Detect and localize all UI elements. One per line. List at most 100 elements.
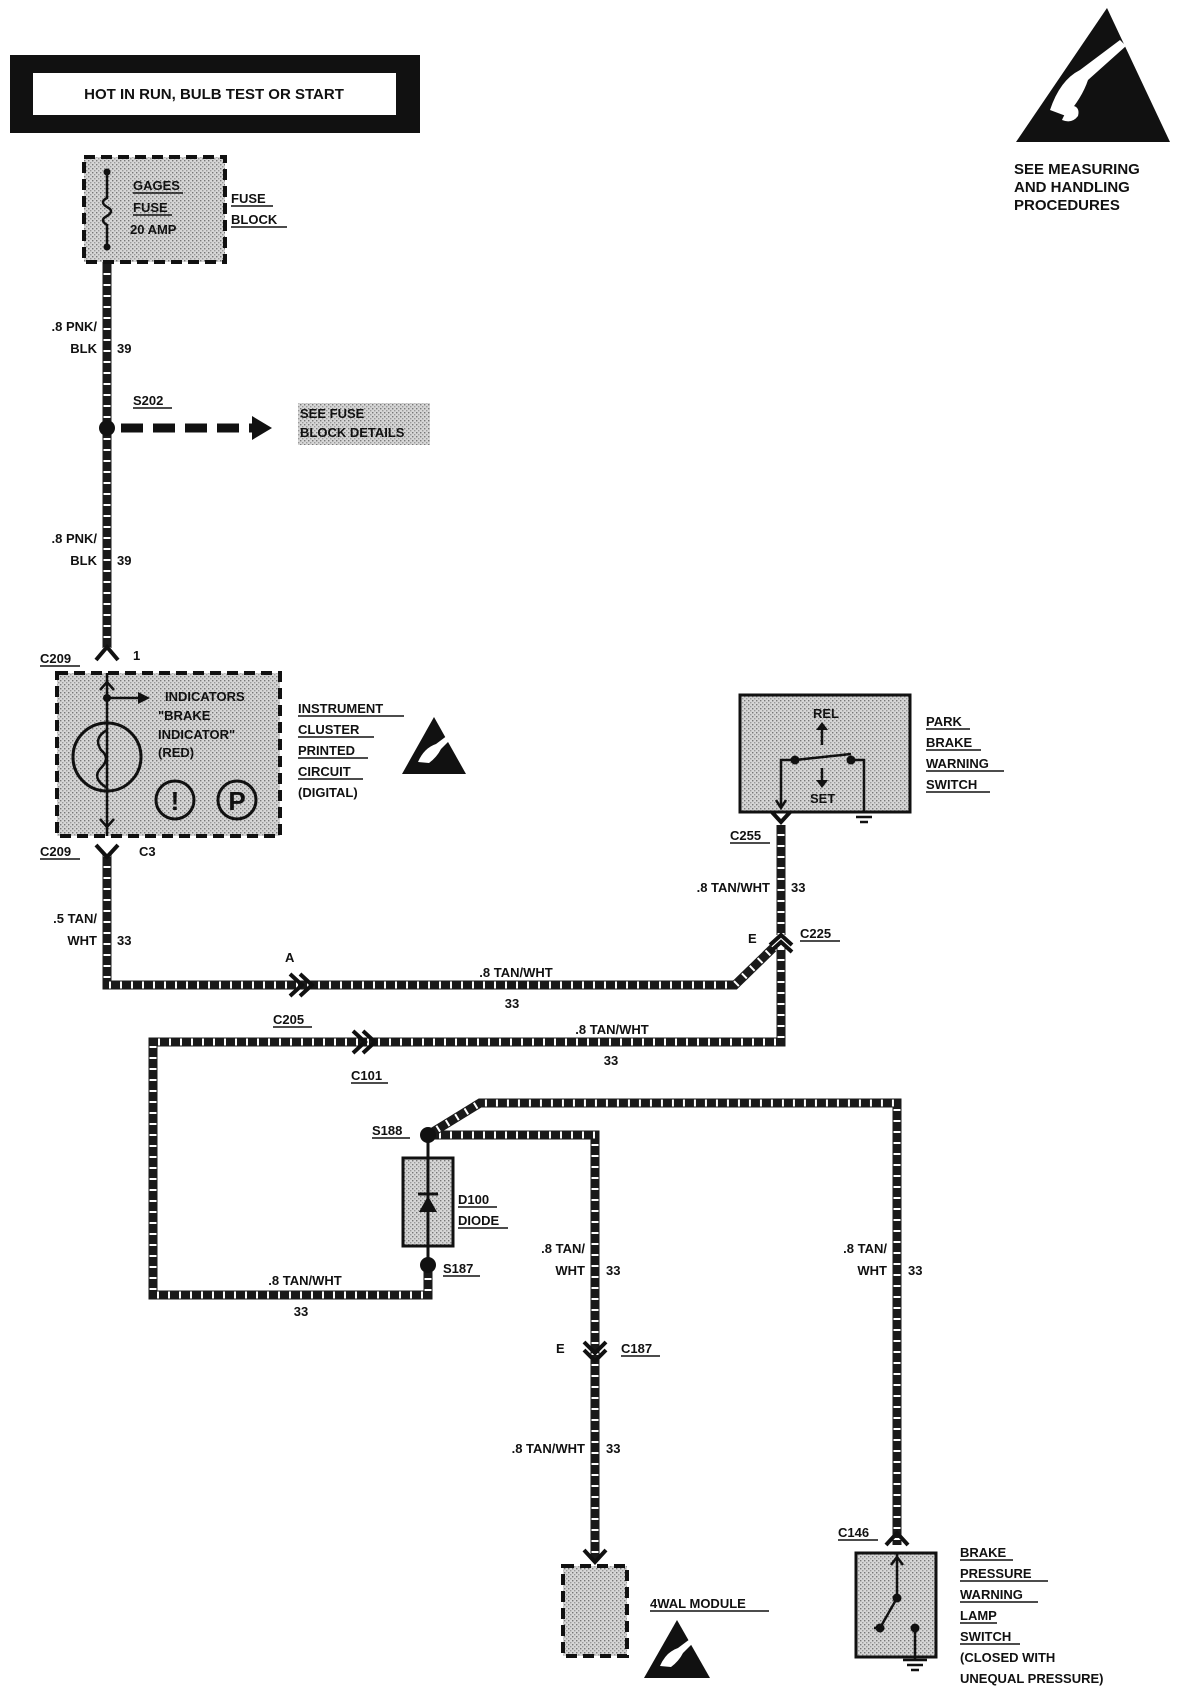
connector-c209-bottom (94, 843, 120, 860)
connector-c209-top (94, 643, 120, 662)
wire-label-w9-b: WHT (857, 1263, 887, 1278)
cluster-indicators-3: INDICATOR" (158, 727, 235, 742)
park-switch-label-1: PARK (926, 714, 962, 729)
park-switch-rel: REL (813, 706, 839, 721)
c101-label: C101 (351, 1068, 382, 1083)
cluster-name-5: (DIGITAL) (298, 785, 358, 800)
see-fuse-line-1: SEE FUSE (300, 406, 365, 421)
wire-num-w7: 33 (294, 1304, 308, 1319)
fuse-label-2: FUSE (133, 200, 168, 215)
c209-pin-1: 1 (133, 648, 140, 663)
wire-label-w9-a: .8 TAN/ (843, 1241, 887, 1256)
esd-cluster-icon (402, 717, 466, 774)
c187-label: C187 (621, 1341, 652, 1356)
4wal-module-label: 4WAL MODULE (650, 1596, 746, 1611)
c3-label: C3 (139, 844, 156, 859)
c255-label: C255 (730, 828, 761, 843)
wire-label-w3-a: .5 TAN/ (53, 911, 97, 926)
cluster-indicators-4: (RED) (158, 745, 194, 760)
wire-label-w2-a: .8 PNK/ (51, 531, 97, 546)
see-fuse-line-2: BLOCK DETAILS (300, 425, 405, 440)
wire-num-w6: 33 (791, 880, 805, 895)
pressure-label-2: PRESSURE (960, 1566, 1032, 1581)
symbol-park: P (228, 786, 245, 816)
wire-label-w3-b: WHT (67, 933, 97, 948)
cluster-indicators-1: INDICATORS (165, 689, 245, 704)
c205-pin-a: A (285, 950, 295, 965)
c209-top-label: C209 (40, 651, 71, 666)
splice-s202 (99, 420, 115, 436)
brake-pressure-switch (854, 1551, 938, 1672)
c146-label: C146 (838, 1525, 869, 1540)
splice-s188-label: S188 (372, 1123, 402, 1138)
fuse-block-label-1: FUSE (231, 191, 266, 206)
wire-label-w7: .8 TAN/WHT (268, 1273, 341, 1288)
connector-c187 (582, 1340, 608, 1364)
connector-c205 (288, 972, 315, 998)
wire-label-w1-b: BLK (70, 341, 97, 356)
brake-indicator-bulb-icon (71, 721, 143, 793)
connector-c225 (768, 932, 794, 954)
wire-num-w4: 33 (505, 996, 519, 1011)
4wal-module (561, 1564, 629, 1658)
instrument-cluster: ! P INDICATORS "BRAKE INDICATOR" (RED) (55, 671, 282, 838)
splice-s202-label: S202 (133, 393, 163, 408)
symbol-exclamation: ! (171, 786, 180, 816)
fuse-block: GAGES FUSE 20 AMP (82, 155, 227, 264)
wires (102, 262, 902, 1560)
pressure-label-3: WARNING (960, 1587, 1023, 1602)
wire-num-w3: 33 (117, 933, 131, 948)
c187-pin-e: E (556, 1341, 565, 1356)
pressure-label-6: (CLOSED WITH (960, 1650, 1055, 1665)
diode-d100 (401, 1135, 455, 1265)
power-title: HOT IN RUN, BULB TEST OR START (84, 86, 344, 103)
splice-s187-label: S187 (443, 1261, 473, 1276)
wire-label-w1-a: .8 PNK/ (51, 319, 97, 334)
fuse-label-3: 20 AMP (130, 222, 177, 237)
cluster-name-1: INSTRUMENT (298, 701, 383, 716)
park-icon (216, 779, 258, 821)
park-switch-label-4: SWITCH (926, 777, 977, 792)
connector-c255 (768, 808, 794, 825)
park-switch-label-3: WARNING (926, 756, 989, 771)
c225-label: C225 (800, 926, 831, 941)
wire-num-w8: 33 (606, 1263, 620, 1278)
wire-label-w10: .8 TAN/WHT (512, 1441, 585, 1456)
wire-label-w4: .8 TAN/WHT (479, 965, 552, 980)
diode-label-2: DIODE (458, 1213, 500, 1228)
wire-label-w8-a: .8 TAN/ (541, 1241, 585, 1256)
wire-num-w9: 33 (908, 1263, 922, 1278)
cluster-indicators-2: "BRAKE (158, 708, 211, 723)
warning-line-1: SEE MEASURING (1014, 161, 1140, 178)
fuse-label-1: GAGES (133, 178, 180, 193)
wire-label-w2-b: BLK (70, 553, 97, 568)
warning-line-2: AND HANDLING (1014, 179, 1130, 196)
exclamation-icon (154, 779, 196, 821)
esd-warning-icon (1016, 8, 1170, 142)
c205-label: C205 (273, 1012, 304, 1027)
warning-line-3: PROCEDURES (1014, 197, 1120, 214)
pressure-label-7: UNEQUAL PRESSURE) (960, 1671, 1104, 1686)
splice-s187 (420, 1257, 436, 1273)
diode-icon (419, 1196, 437, 1212)
fuse-icon (101, 172, 113, 247)
wire-num-w1: 39 (117, 341, 131, 356)
wire-num-w10: 33 (606, 1441, 620, 1456)
wire-label-w6: .8 TAN/WHT (697, 880, 770, 895)
park-switch-label-2: BRAKE (926, 735, 973, 750)
c225-pin-e: E (748, 931, 757, 946)
wire-label-w5: .8 TAN/WHT (575, 1022, 648, 1037)
connector-c101 (351, 1029, 378, 1055)
wire-num-w5: 33 (604, 1053, 618, 1068)
wire-label-w8-b: WHT (555, 1263, 585, 1278)
park-switch-set: SET (810, 791, 835, 806)
wire-num-w2: 39 (117, 553, 131, 568)
esd-module-icon (644, 1620, 710, 1678)
cluster-name-4: CIRCUIT (298, 764, 351, 779)
power-header: HOT IN RUN, BULB TEST OR START (10, 55, 420, 133)
splice-s188 (420, 1127, 436, 1143)
cluster-name-2: CLUSTER (298, 722, 360, 737)
connector-c146 (884, 1530, 910, 1547)
cluster-name-3: PRINTED (298, 743, 355, 758)
park-brake-switch: REL SET (738, 693, 912, 824)
